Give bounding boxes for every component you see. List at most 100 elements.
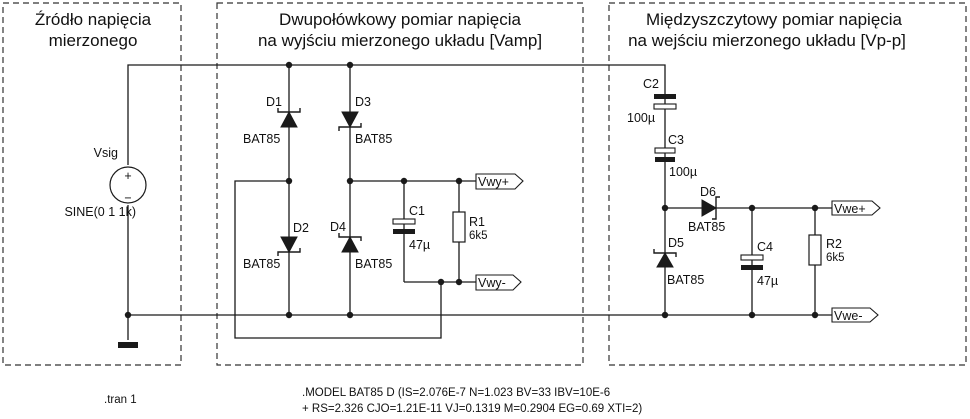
capacitor-ref: C1 [409, 204, 425, 218]
diode-d6[interactable]: D6 BAT85 [688, 185, 725, 234]
diode-ref: D4 [330, 220, 346, 234]
model-directive-line1[interactable]: .MODEL BAT85 D (IS=2.076E-7 N=1.023 BV=3… [302, 387, 610, 399]
section-box-vpp [608, 2, 967, 366]
capacitor-plate-negative [655, 157, 675, 162]
source-plus-sign: + [124, 169, 131, 183]
diode-d3[interactable]: D3 BAT85 [338, 95, 392, 146]
port-vwy-plus[interactable]: Vwy+ [475, 173, 524, 190]
port-vwy-minus[interactable]: Vwy- [475, 274, 522, 291]
source-name: Vsig [94, 146, 118, 160]
section-title-vpp-line2: na wejściu mierzonego układu [Vp-p] [628, 31, 906, 50]
port-flag-icon [831, 307, 879, 323]
diode-icon [656, 251, 674, 268]
diode-icon [280, 236, 298, 254]
capacitor-plate-negative [654, 94, 676, 99]
ground-icon [118, 342, 138, 348]
resistor-value: 6k5 [469, 230, 488, 242]
section-title-source-line2: mierzonego [49, 31, 138, 50]
junction-dot [346, 177, 354, 185]
resistor-icon [808, 234, 822, 266]
diode-icon [341, 111, 359, 129]
source-minus-sign: − [124, 191, 131, 205]
diode-ref: D3 [355, 95, 371, 109]
diode-ref: D2 [293, 221, 309, 235]
capacitor-c4[interactable]: C4 47µ [740, 240, 778, 288]
resistor-r1[interactable]: R1 6k5 [452, 211, 488, 243]
capacitor-ref: C3 [668, 133, 684, 147]
capacitor-ref: C4 [757, 240, 773, 254]
section-title-source-line1: Źródło napięcia [35, 10, 152, 29]
port-vwe-plus[interactable]: Vwe+ [831, 200, 881, 216]
schottky-bar [277, 108, 301, 113]
diode-model: BAT85 [667, 273, 704, 287]
capacitor-plate-positive [654, 147, 676, 154]
sine-source-icon [109, 166, 147, 204]
diode-model: BAT85 [688, 220, 725, 234]
schottky-bar [277, 248, 301, 256]
voltage-source-vsig[interactable]: + − Vsig SINE(0 1 1k) [64, 146, 147, 219]
diode-model: BAT85 [355, 257, 392, 271]
junction-dot [455, 177, 463, 185]
port-label: Vwe- [834, 309, 862, 323]
diode-icon [280, 110, 298, 128]
junction-dot [748, 204, 756, 212]
capacitor-plate-positive [740, 254, 764, 261]
port-label: Vwe+ [834, 202, 866, 216]
diode-ref: D5 [668, 236, 684, 250]
schottky-bar [712, 196, 720, 220]
junction-dot [748, 311, 756, 319]
port-vwe-minus[interactable]: Vwe- [831, 307, 879, 323]
junctions [124, 61, 819, 319]
capacitor-c1[interactable]: C1 47µ [392, 204, 430, 252]
diode-d2[interactable]: D2 BAT85 [243, 221, 309, 271]
tran-directive[interactable]: .tran 1 [104, 394, 137, 406]
junction-dot [124, 311, 132, 319]
capacitor-c3[interactable]: C3 100µ [654, 133, 697, 179]
junction-dot [811, 311, 819, 319]
port-flag-icon [475, 173, 524, 190]
port-label: Vwy+ [478, 175, 509, 189]
section-box-source [2, 2, 182, 366]
capacitor-plate-negative [741, 265, 763, 270]
resistor-icon [452, 211, 466, 243]
resistor-ref: R1 [469, 215, 485, 229]
junction-dot [661, 311, 669, 319]
diode-model: BAT85 [243, 132, 280, 146]
section-title-vpp-line1: Międzyszczytowy pomiar napięcia [646, 10, 903, 29]
capacitor-ref: C2 [643, 77, 659, 91]
junction-dot [285, 177, 293, 185]
diode-model: BAT85 [243, 257, 280, 271]
capacitor-value: 47µ [409, 238, 430, 252]
diode-d1[interactable]: D1 BAT85 [243, 95, 301, 146]
capacitor-c2[interactable]: C2 100µ [627, 77, 677, 125]
diode-ref: D6 [700, 185, 716, 199]
junction-dot [346, 311, 354, 319]
diode-d5[interactable]: D5 BAT85 [653, 236, 704, 287]
diode-ref: D1 [266, 95, 282, 109]
port-flag-icon [475, 274, 522, 291]
resistor-value: 6k5 [826, 252, 845, 264]
capacitor-value: 100µ [669, 165, 697, 179]
diode-model: BAT85 [355, 132, 392, 146]
wires [127, 64, 832, 340]
section-title-vamp-line2: na wyjściu mierzonego układu [Vamp] [258, 31, 542, 50]
diode-d4[interactable]: D4 BAT85 [330, 220, 392, 271]
source-value: SINE(0 1 1k) [64, 205, 136, 219]
capacitor-value: 100µ [627, 111, 655, 125]
port-label: Vwy- [478, 276, 506, 290]
junction-dot [285, 311, 293, 319]
capacitor-value: 47µ [757, 274, 778, 288]
resistor-ref: R2 [826, 237, 842, 251]
junction-dot [437, 278, 445, 286]
junction-dot [346, 61, 354, 69]
junction-dot [455, 278, 463, 286]
junction-dot [285, 61, 293, 69]
diode-icon [701, 199, 718, 217]
resistor-r2[interactable]: R2 6k5 [808, 234, 845, 266]
junction-dot [811, 204, 819, 212]
model-directive-line2[interactable]: + RS=2.326 CJO=1.21E-11 VJ=0.1319 M=0.29… [302, 403, 642, 415]
schottky-bar [338, 123, 362, 131]
junction-dot [661, 204, 669, 212]
section-title-vamp-line1: Dwupołówkowy pomiar napięcia [279, 10, 521, 29]
